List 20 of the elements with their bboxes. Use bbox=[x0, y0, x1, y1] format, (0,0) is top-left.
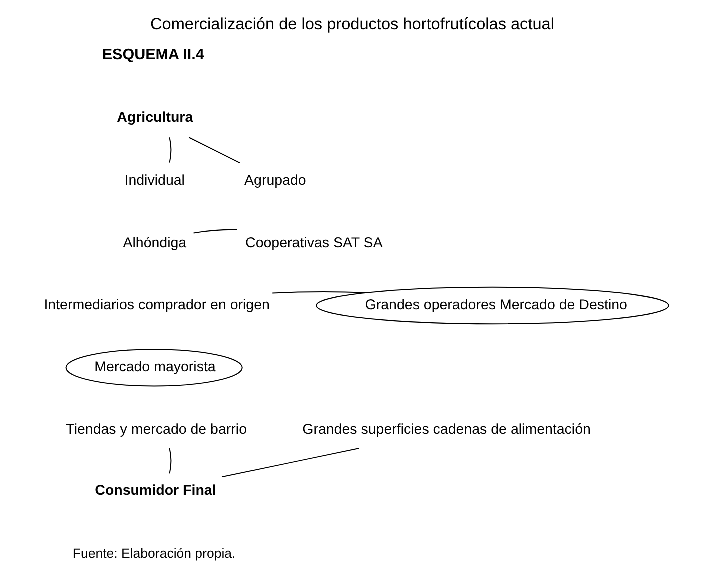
node-ellipse: Grandes operadores Mercado de Destino bbox=[316, 286, 670, 325]
connector bbox=[222, 448, 360, 478]
node-text: Individual bbox=[124, 173, 185, 190]
connector bbox=[169, 138, 172, 163]
label: ESQUEMA II.4 bbox=[102, 46, 204, 64]
caption: Fuente: Elaboración propia. bbox=[72, 546, 236, 561]
connector bbox=[169, 448, 172, 474]
node-text: Intermediarios comprador en origen bbox=[44, 298, 270, 314]
connector bbox=[272, 292, 367, 294]
diagram-title: Comercialización de los productos hortofrutícolas actual bbox=[150, 15, 555, 34]
node-text: Agricultura bbox=[117, 110, 194, 126]
node-text: Cooperativas SAT SA bbox=[246, 235, 383, 252]
node-text: Grandes superficies cadenas de alimentación bbox=[302, 422, 591, 438]
connector bbox=[188, 137, 240, 164]
connector bbox=[194, 229, 238, 234]
node-text: Consumidor Final bbox=[95, 483, 216, 500]
node-text: Tiendas y mercado de barrio bbox=[66, 422, 248, 438]
node-ellipse: Mercado mayorista bbox=[66, 349, 243, 387]
node-text: Alhóndiga bbox=[123, 235, 187, 252]
node-text: Agrupado bbox=[244, 173, 306, 190]
